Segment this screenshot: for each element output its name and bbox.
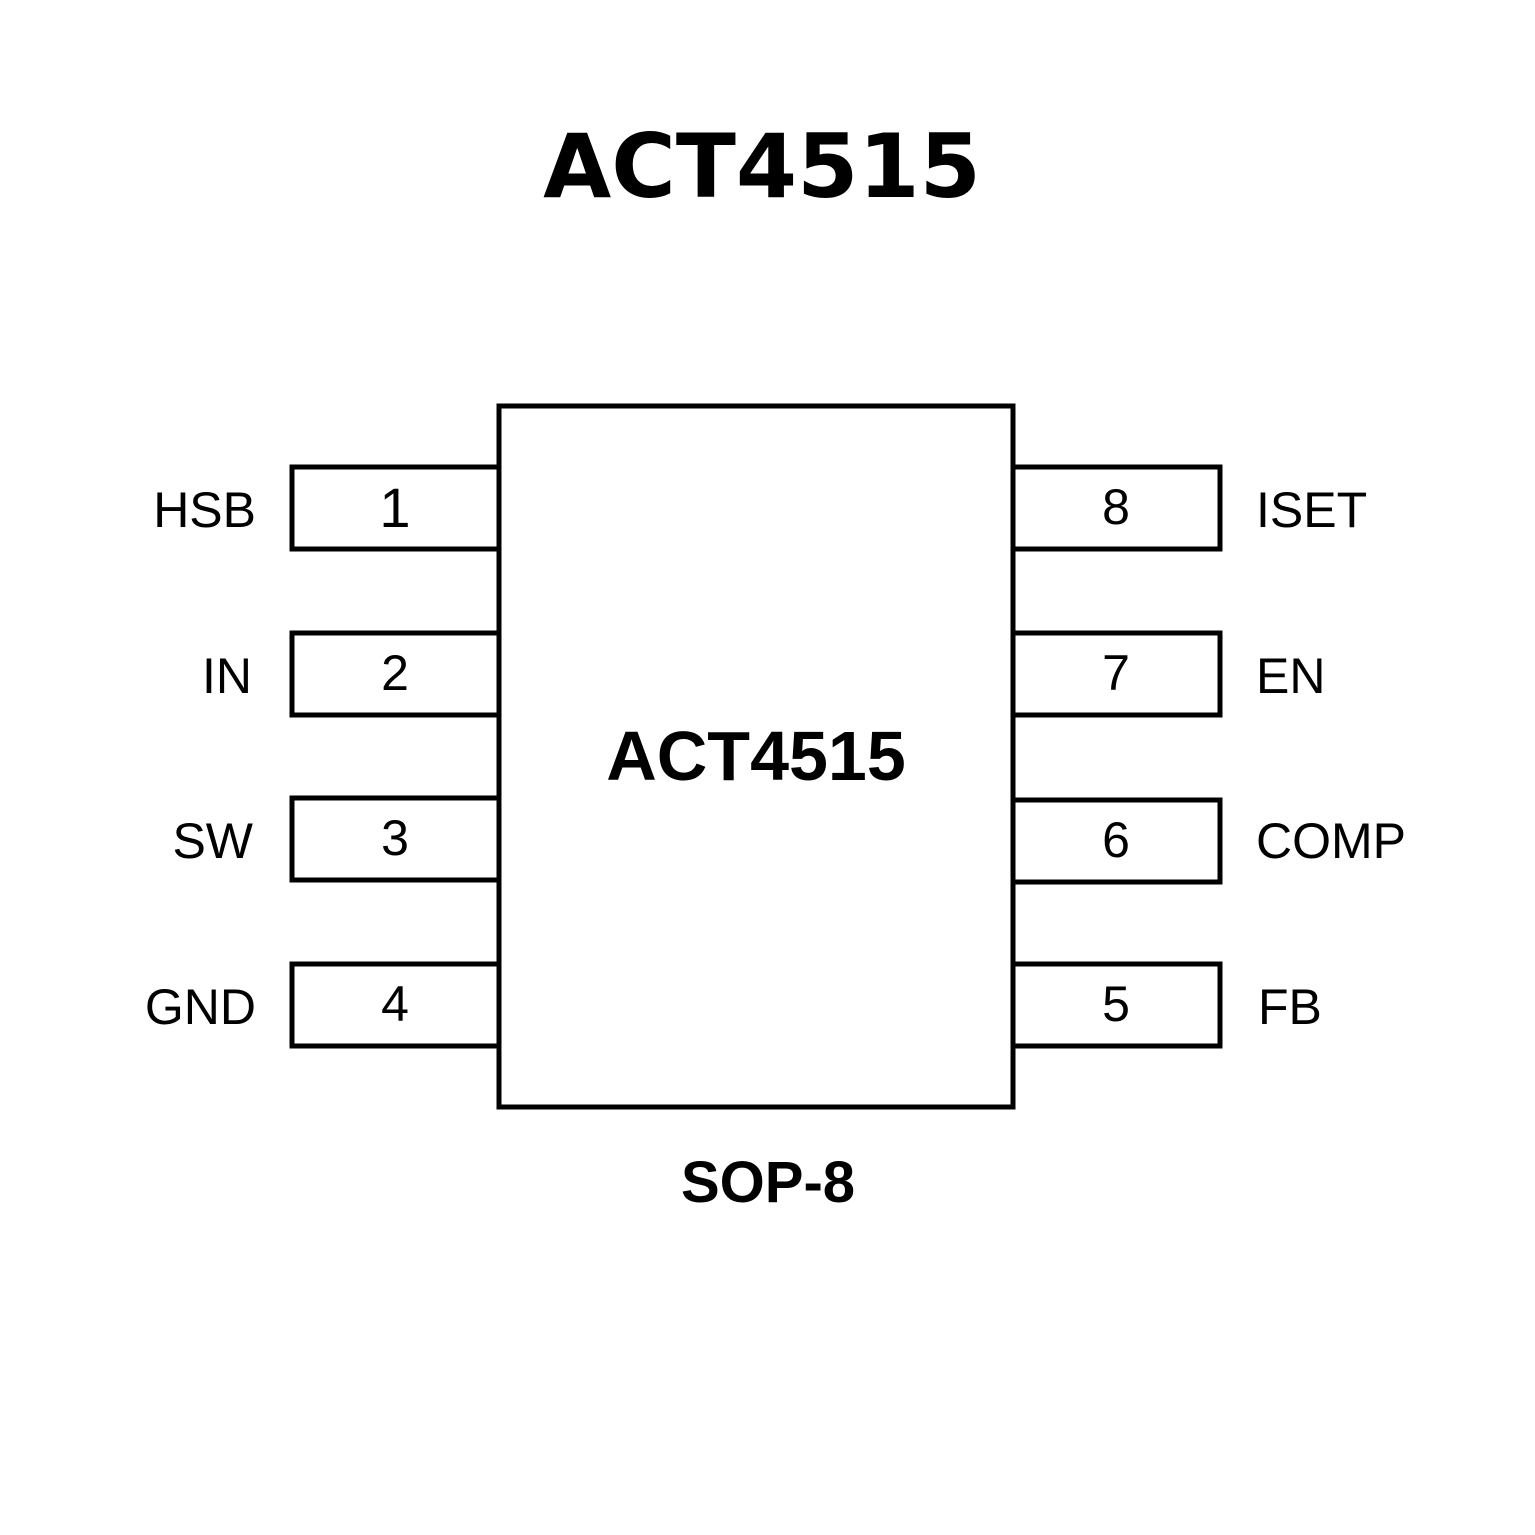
page-title: ACT4515 [543,115,981,218]
pin-3-name: SW [172,813,253,869]
pin-3: 3 SW [172,795,502,883]
pin-1-lead [289,464,502,552]
left-pins: 1 HSB 2 IN 3 SW 4 GND [145,464,502,1049]
pin-8: 8 ISET [1010,464,1367,552]
pin-7-number: 7 [1102,645,1130,701]
pin-8-number: 8 [1102,479,1130,535]
pin-6-lead [1010,797,1223,885]
pin-8-lead [1010,464,1223,552]
pin-5: 5 FB [1010,961,1322,1049]
pin-4-name: GND [145,979,256,1035]
pin-1: 1 HSB [153,464,502,552]
pin-1-number: 1 [379,476,410,539]
package-label: SOP-8 [681,1150,855,1215]
pin-2: 2 IN [202,630,502,718]
pin-7: 7 EN [1010,630,1325,718]
pin-5-number: 5 [1102,976,1130,1032]
right-pins: 8 ISET 7 EN 6 COMP 5 FB [1010,464,1406,1049]
pin-6: 6 COMP [1010,797,1406,885]
pin-2-lead [289,630,502,718]
pin-3-number: 3 [381,810,409,866]
pin-4-number: 4 [381,976,409,1032]
pin-6-number: 6 [1102,812,1130,868]
pin-8-name: ISET [1256,482,1367,538]
pin-5-name: FB [1258,979,1322,1035]
pin-2-name: IN [202,648,252,704]
pin-4: 4 GND [145,961,502,1049]
pin-2-number: 2 [381,645,409,701]
pin-7-lead [1010,630,1223,718]
chip-body [496,403,1016,1110]
chip-label: ACT4515 [606,717,906,795]
pin-1-name: HSB [153,482,256,538]
pin-3-lead [289,795,502,883]
pin-6-name: COMP [1256,813,1406,869]
pin-7-name: EN [1256,648,1325,704]
pin-5-lead [1010,961,1223,1049]
pin-4-lead [289,961,502,1049]
